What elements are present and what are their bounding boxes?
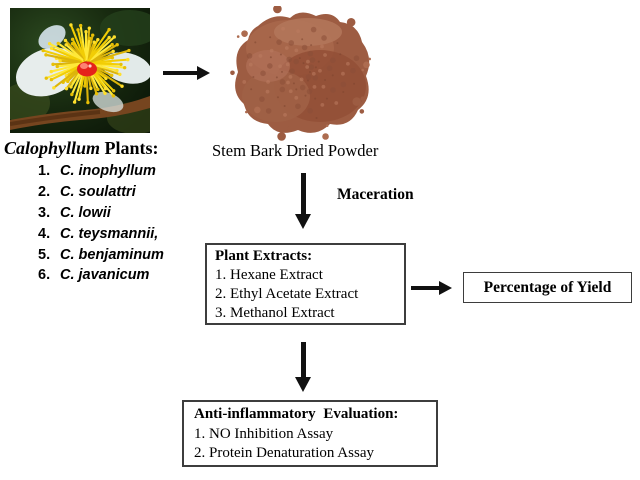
species-name: C. javanicum [60, 267, 150, 284]
species-item: 3. C. lowii [38, 203, 164, 224]
plant-extracts-box: Plant Extracts: 1. Hexane Extract 2. Eth… [205, 243, 406, 325]
extract-item: 1. Hexane Extract [215, 267, 323, 283]
extract-item: 2. Ethyl Acetate Extract [215, 286, 359, 302]
evaluation-item: 1. NO Inhibition Assay [194, 425, 334, 442]
flower-illustration [10, 8, 150, 133]
arrow-shaft [300, 342, 306, 377]
extract-item: 3. Methanol Extract [215, 305, 335, 321]
anti-inflammatory-evaluation-box: Anti-inflammatory Evaluation: 1. NO Inhi… [182, 400, 438, 467]
species-item: 2. C. soulattri [38, 182, 164, 203]
species-number: 5. [38, 246, 51, 263]
species-name: C. inophyllum [60, 163, 156, 180]
evaluation-item: 2. Protein Denaturation Assay [194, 445, 374, 461]
powder-caption: Stem Bark Dried Powder [212, 141, 379, 160]
species-item: 6. C. javanicum [38, 265, 164, 286]
species-item: 4. C. teysmannii, [38, 223, 164, 244]
species-list: 1. C. inophyllum 2. C. soulattri 3. C. l… [38, 161, 164, 286]
arrow-head-icon [197, 66, 210, 80]
arrow-head-icon [439, 281, 452, 295]
species-number: 3. [38, 204, 51, 221]
yield-box-label: Percentage of Yield [483, 278, 612, 296]
plants-title-rest: Plants: [100, 138, 159, 158]
species-number: 2. [38, 184, 51, 201]
stem-bark-powder-photo [228, 6, 378, 142]
arrow-powder-to-extracts [295, 173, 311, 229]
arrow-head-icon [295, 377, 311, 392]
species-item: 1. C. inophyllum [38, 161, 164, 182]
species-name: C. benjaminum [60, 246, 164, 263]
arrow-shaft [411, 286, 439, 290]
plant-extracts-title: Plant Extracts: [215, 248, 313, 264]
percentage-of-yield-box: Percentage of Yield [463, 272, 632, 303]
species-name: C. lowii [60, 204, 111, 221]
plants-title-genus: Calophyllum [4, 138, 101, 158]
powder-illustration [228, 6, 378, 142]
arrow-extracts-to-yield [411, 281, 452, 295]
species-name: C. soulattri [60, 184, 136, 201]
species-item: 5. C. benjaminum [38, 244, 164, 265]
species-number: 6. [38, 267, 51, 284]
arrow-shaft [163, 71, 197, 75]
powder-crumbs [230, 6, 371, 141]
arrow-head-icon [295, 214, 311, 229]
species-number: 4. [38, 225, 51, 242]
evaluation-title: Anti-inflammatory Evaluation: [194, 406, 399, 422]
plants-section-title: Calophyllum Plants: [4, 138, 159, 159]
arrow-shaft [300, 173, 306, 214]
species-name: C. teysmannii, [60, 225, 159, 242]
calophyllum-flower-photo [10, 8, 150, 133]
arrow-flower-to-powder [163, 66, 210, 80]
powder-texture [242, 26, 360, 120]
arrow-extracts-to-evaluation [295, 342, 311, 392]
maceration-label: Maceration [337, 186, 414, 203]
species-number: 1. [38, 163, 51, 180]
